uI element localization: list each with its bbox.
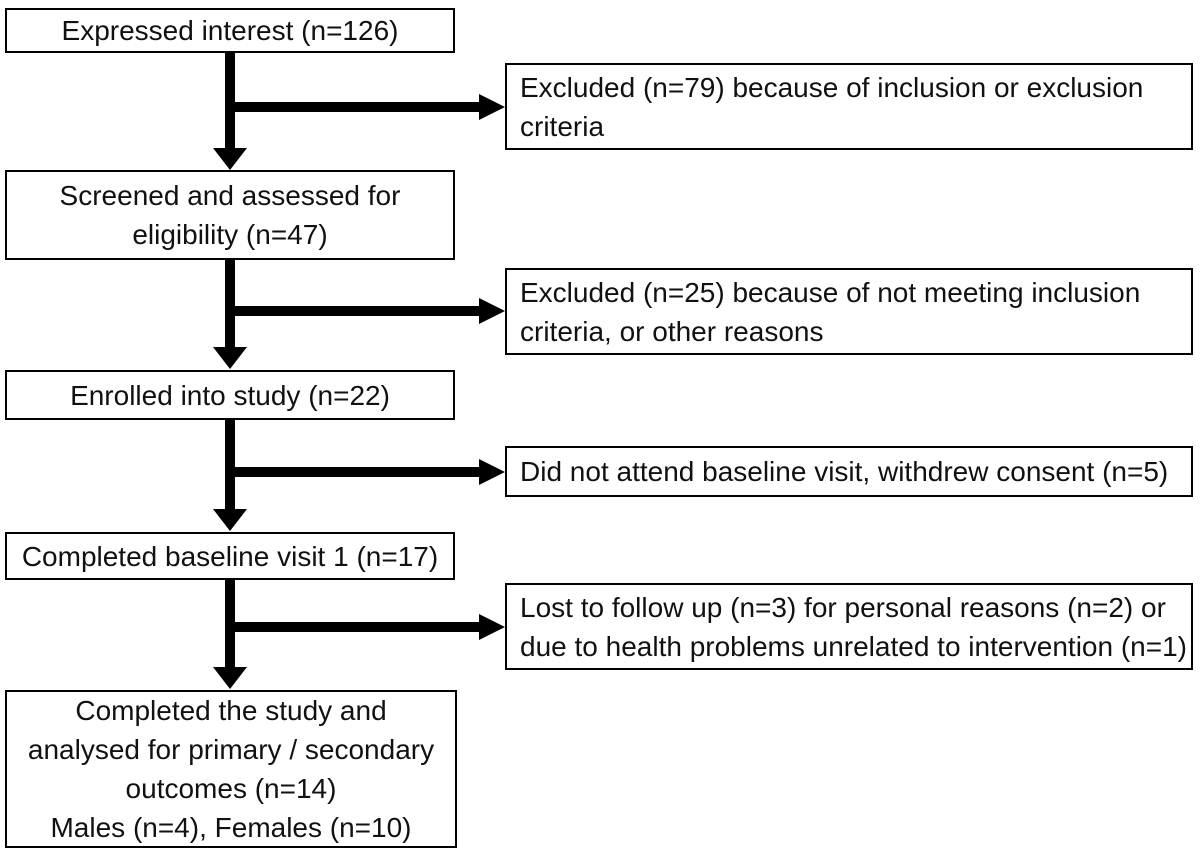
down-arrow-stem [225, 419, 235, 509]
right-arrow-stem [225, 306, 479, 316]
down-arrow-stem [225, 52, 235, 148]
flow-box-enrolled: Enrolled into study (n=22) [5, 370, 455, 420]
down-arrow-stem [225, 259, 235, 347]
right-arrow-stem [225, 622, 479, 632]
flow-box-text: Enrolled into study (n=22) [70, 379, 390, 411]
flow-box-screened-assessed: Screened and assessed for eligibility (n… [5, 170, 455, 260]
down-arrow-head-icon [213, 667, 247, 689]
flow-box-text: outcomes (n=14) [125, 773, 337, 804]
flow-box-text: Completed baseline visit 1 (n=17) [21, 540, 439, 572]
flow-box-text: criteria [520, 110, 605, 142]
flow-box-text: Did not attend baseline visit, withdrew … [520, 456, 1169, 487]
flow-box-text: Completed the study and [75, 695, 387, 726]
flow-box-text: Excluded (n=79) because of inclusion or … [520, 71, 1144, 103]
down-arrow-head-icon [213, 347, 247, 369]
flow-box-text: Expressed interest (n=126) [61, 15, 399, 46]
flow-box-text: Excluded (n=25) because of not meeting i… [520, 276, 1141, 308]
down-arrow-head-icon [213, 509, 247, 531]
flow-box-text: eligibility (n=47) [132, 219, 328, 250]
down-arrow-head-icon [213, 148, 247, 170]
flow-box-excluded-79: Excluded (n=79) because of inclusion or … [505, 63, 1193, 150]
flow-box-text: criteria, or other reasons [520, 315, 824, 347]
flow-box-text: analysed for primary / secondary [27, 734, 435, 765]
flow-box-lost-to-follow-up: Lost to follow up (n=3) for personal rea… [505, 583, 1193, 670]
flow-box-text: Males (n=4), Females (n=10) [50, 812, 412, 843]
flow-box-text: Screened and assessed for [59, 180, 401, 211]
right-arrow-stem [225, 467, 479, 477]
flow-box-baseline-visit: Completed baseline visit 1 (n=17) [5, 532, 455, 580]
flow-box-text: Lost to follow up (n=3) for personal rea… [520, 591, 1166, 623]
flow-box-text: due to health problems unrelated to inte… [520, 630, 1187, 662]
right-arrow-head-icon [479, 459, 505, 485]
right-arrow-stem [225, 102, 479, 112]
flow-box-excluded-25: Excluded (n=25) because of not meeting i… [505, 268, 1193, 355]
right-arrow-head-icon [479, 298, 505, 324]
flow-box-completed-study: Completed the study and analysed for pri… [5, 690, 457, 848]
flow-box-expressed-interest: Expressed interest (n=126) [5, 8, 455, 53]
right-arrow-head-icon [479, 94, 505, 120]
right-arrow-head-icon [479, 614, 505, 640]
flow-box-did-not-attend: Did not attend baseline visit, withdrew … [505, 446, 1193, 497]
